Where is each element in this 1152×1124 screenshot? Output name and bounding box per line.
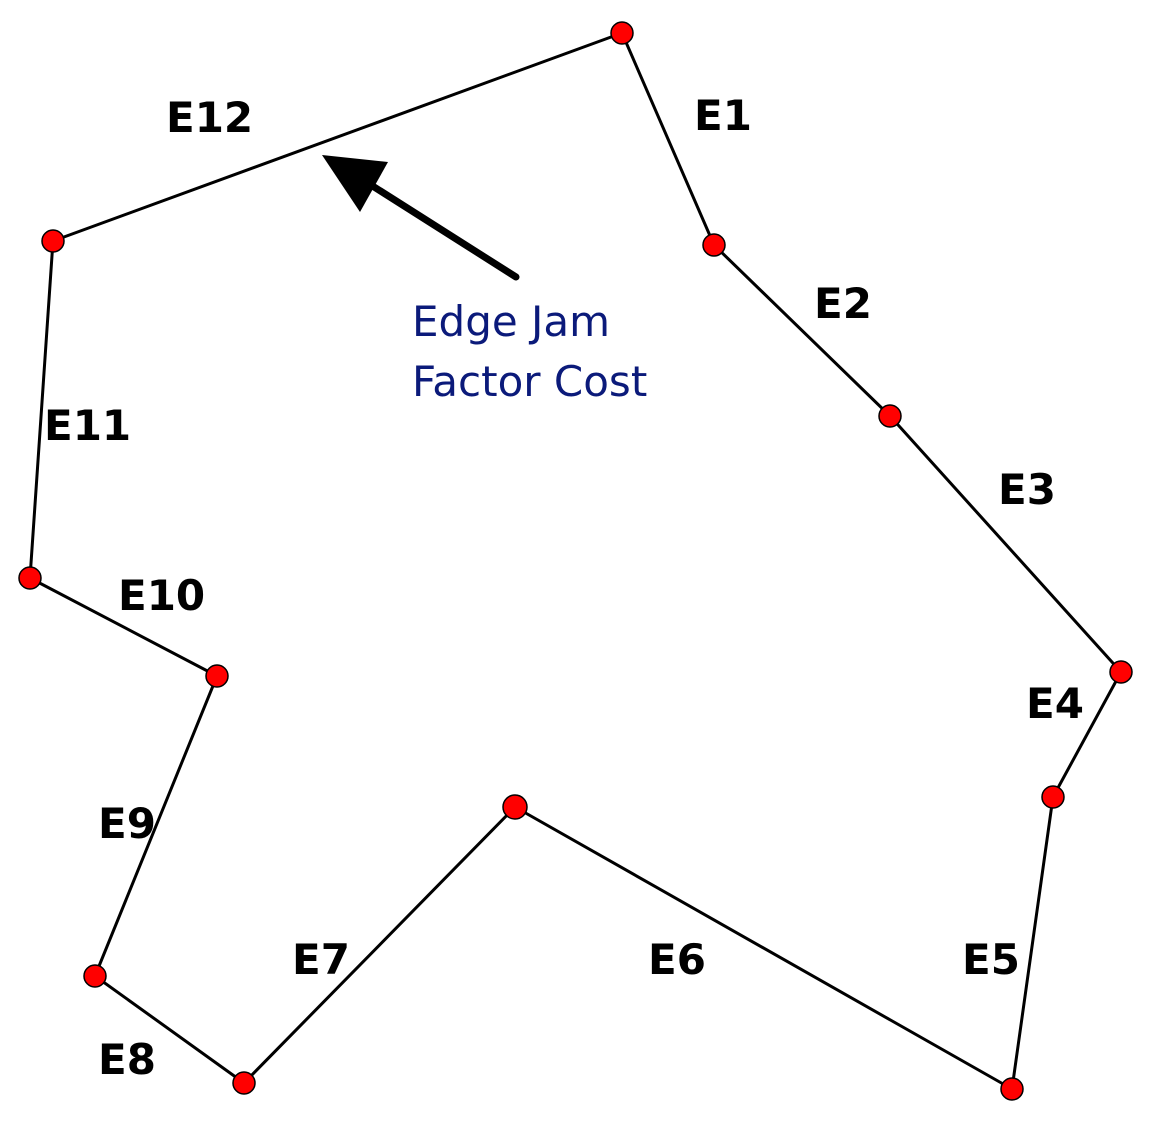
- edge-e6: [513, 805, 1014, 1091]
- edge-label-e4: E4: [1026, 679, 1084, 728]
- node-9: [83, 964, 107, 988]
- annotation: Edge Jam Factor Cost: [412, 297, 647, 406]
- node-11: [18, 566, 42, 590]
- edge-label-e3: E3: [998, 465, 1056, 514]
- nodes: [18, 21, 1133, 1101]
- node-7: [502, 794, 528, 820]
- edge-e4: [1051, 670, 1123, 799]
- node-12: [41, 229, 65, 253]
- edge-e5: [1010, 795, 1055, 1091]
- edge-e10: [28, 576, 219, 678]
- edge-label-e6: E6: [648, 935, 706, 984]
- edge-label-e11: E11: [44, 401, 131, 450]
- edge-e1: [620, 31, 716, 247]
- edge-label-e1: E1: [694, 91, 752, 140]
- annotation-line-2: Factor Cost: [412, 357, 647, 406]
- edge-e11: [28, 239, 55, 580]
- node-5: [1041, 785, 1065, 809]
- node-4: [1109, 660, 1133, 684]
- arrow: [322, 155, 520, 281]
- node-3: [878, 404, 902, 428]
- edge-e12: [51, 31, 624, 243]
- arrow-shaft: [356, 174, 520, 281]
- edge-e7: [242, 805, 517, 1085]
- edges: [28, 31, 1123, 1091]
- edge-label-e10: E10: [118, 571, 205, 620]
- edge-label-e9: E9: [98, 799, 156, 848]
- edge-labels: E1 E2 E3 E4 E5 E6 E7 E8 E9 E10 E11 E12: [44, 91, 1084, 1084]
- edge-label-e5: E5: [962, 935, 1020, 984]
- node-10: [205, 664, 229, 688]
- annotation-line-1: Edge Jam: [412, 297, 610, 346]
- edge-e9: [93, 674, 219, 978]
- edge-label-e2: E2: [814, 279, 872, 328]
- node-6: [1000, 1077, 1024, 1101]
- edge-label-e8: E8: [98, 1035, 156, 1084]
- edge-e2: [712, 243, 892, 418]
- edge-label-e7: E7: [292, 935, 350, 984]
- edge-e3: [888, 414, 1123, 674]
- arrow-head: [322, 155, 388, 212]
- node-1: [610, 21, 634, 45]
- edge-e8: [93, 974, 246, 1085]
- node-2: [702, 233, 726, 257]
- node-8: [232, 1071, 256, 1095]
- edge-label-e12: E12: [166, 93, 253, 142]
